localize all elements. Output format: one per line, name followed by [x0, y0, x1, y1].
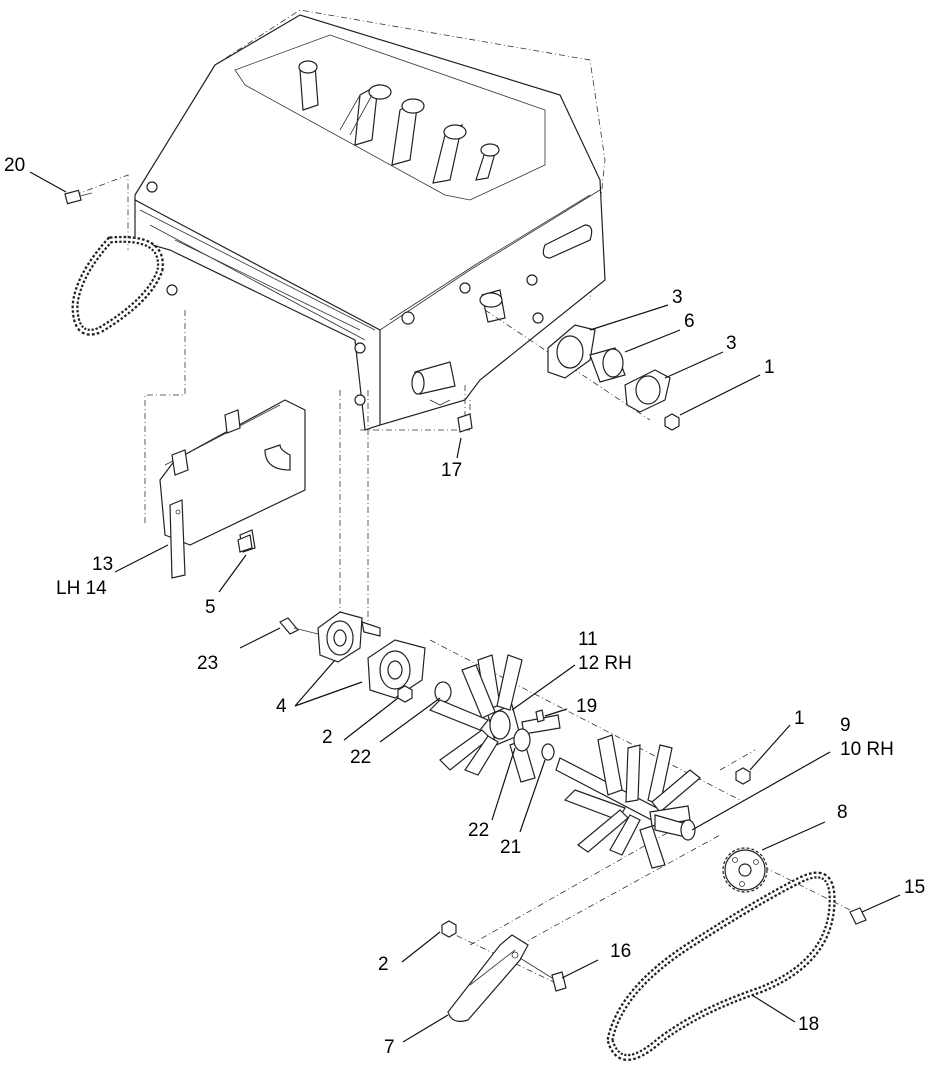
nut-1b [735, 767, 751, 785]
side-shield [159, 399, 306, 579]
bolt-16 [519, 957, 567, 992]
bolt-17 [457, 413, 473, 433]
callout-6: 6 [684, 311, 695, 332]
bearing-flange-3a [547, 324, 596, 379]
callout-12-rh: 12 RH [578, 653, 632, 674]
main-housing [134, 9, 606, 431]
callout-1-upper: 1 [764, 357, 775, 378]
callout-14-lh: LH 14 [56, 578, 107, 599]
callout-16: 16 [610, 941, 632, 962]
bolt-15 [849, 907, 867, 925]
callout-18: 18 [798, 1014, 820, 1035]
callout-9: 9 [840, 715, 851, 736]
callout-20: 20 [4, 155, 26, 176]
clip-5 [237, 534, 253, 553]
bearing-6 [589, 347, 626, 383]
callout-22-upper: 22 [350, 747, 372, 768]
drive-chain-18 [606, 871, 836, 1061]
callout-2-lower: 2 [378, 954, 389, 975]
callout-21: 21 [500, 837, 522, 858]
bolt-20 [64, 189, 93, 205]
tine-assembly-left [428, 654, 561, 783]
callout-5: 5 [205, 597, 216, 618]
bolt-23 [279, 617, 319, 635]
spacer-22b [513, 728, 531, 752]
callout-1-lower: 1 [794, 708, 805, 729]
bearing-flange-4b [367, 639, 426, 699]
callout-3-upper: 3 [672, 287, 683, 308]
bearing-flange-4a [317, 611, 381, 663]
upper-chain-loop [71, 235, 164, 336]
spacer-22a [434, 681, 452, 703]
callout-19: 19 [576, 696, 598, 717]
callout-15: 15 [904, 877, 926, 898]
callout-4: 4 [276, 696, 287, 717]
sprocket-8 [722, 847, 768, 893]
callout-3-lower: 3 [726, 333, 737, 354]
callout-23: 23 [197, 653, 219, 674]
pin-19 [535, 709, 545, 723]
callout-10-rh: 10 RH [840, 739, 894, 760]
washer-21 [541, 743, 555, 761]
callout-8: 8 [837, 802, 848, 823]
nut-2b [441, 920, 457, 938]
tine-assembly-right [563, 734, 701, 869]
callout-11: 11 [578, 629, 598, 650]
housing-tines [298, 60, 500, 184]
nut-1a [664, 413, 680, 431]
alignment-lines [74, 174, 861, 986]
callout-13: 13 [92, 554, 114, 575]
callout-22-lower: 22 [468, 820, 490, 841]
callout-2-upper: 2 [322, 727, 333, 748]
nut-2a [397, 685, 413, 703]
callout-7: 7 [384, 1037, 395, 1058]
bearing-flange-3b [624, 369, 671, 413]
leader-lines [29, 171, 901, 1043]
support-arm-7 [447, 934, 529, 1022]
callout-17: 17 [441, 460, 463, 481]
